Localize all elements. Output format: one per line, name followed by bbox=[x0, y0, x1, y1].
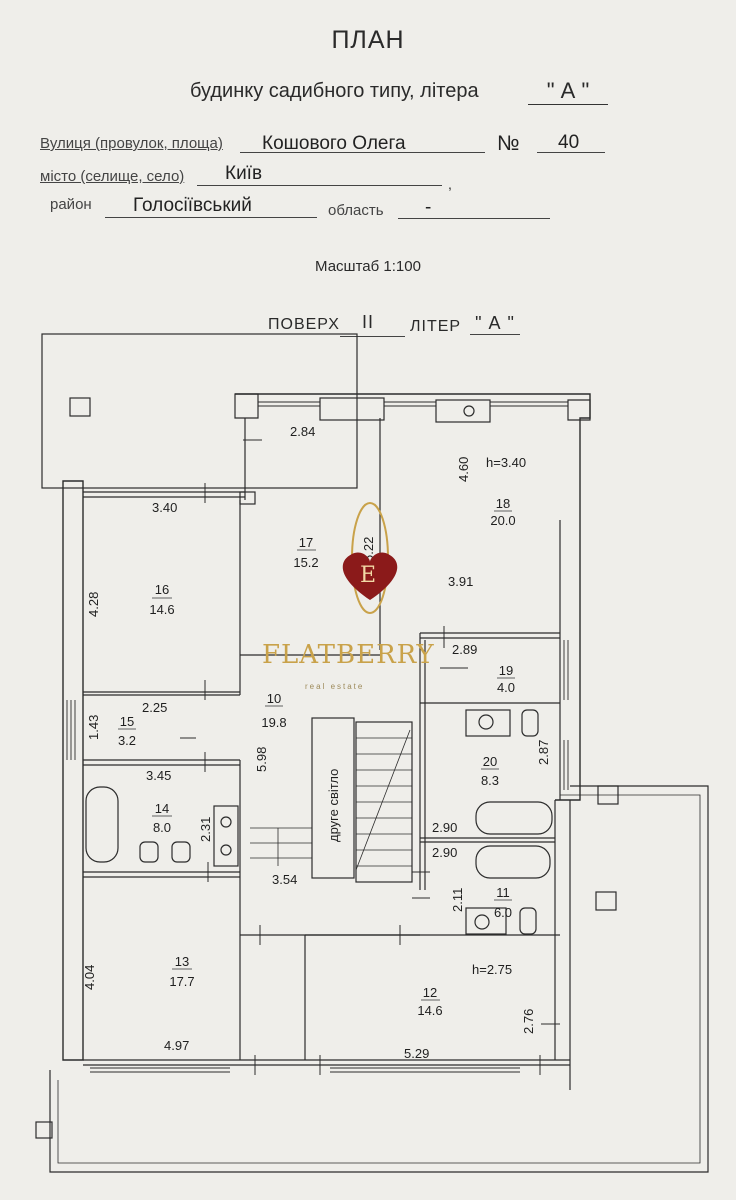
room-14-area: 8.0 bbox=[153, 820, 171, 835]
room-15-num: 15 bbox=[120, 714, 134, 729]
district-value: Голосіївський bbox=[133, 195, 252, 216]
room-18-num: 18 bbox=[496, 496, 510, 511]
room-10-area: 19.8 bbox=[261, 715, 286, 730]
room-12-area: 14.6 bbox=[417, 1003, 442, 1018]
room-11-num: 11 bbox=[496, 885, 510, 900]
region-label: область bbox=[328, 202, 384, 219]
svg-text:E: E bbox=[360, 563, 376, 588]
scale-label: Масштаб 1:100 bbox=[315, 258, 421, 275]
room-17-area: 15.2 bbox=[293, 555, 318, 570]
dim-2-25: 2.25 bbox=[142, 700, 167, 715]
city-label: місто (селище, село) bbox=[40, 168, 185, 185]
room-13-num: 13 bbox=[175, 954, 189, 969]
document-subtitle: будинку садибного типу, літера bbox=[190, 80, 479, 102]
dim-2-76: 2.76 bbox=[521, 1009, 536, 1034]
number-label: № bbox=[497, 132, 520, 155]
dim-1-43: 1.43 bbox=[86, 715, 101, 740]
room-15-area: 3.2 bbox=[118, 733, 136, 748]
flatberry-logo-icon: E bbox=[342, 502, 398, 614]
region-value: - bbox=[425, 197, 432, 218]
dim-3-54: 3.54 bbox=[272, 872, 297, 887]
dim-2-90-a: 2.90 bbox=[432, 820, 457, 835]
room-19-num: 19 bbox=[499, 663, 513, 678]
dim-3-45: 3.45 bbox=[146, 768, 171, 783]
floor-value: II bbox=[362, 312, 375, 332]
dim-2-90-b: 2.90 bbox=[432, 845, 457, 860]
room-18-area: 20.0 bbox=[490, 513, 515, 528]
room-17-num: 17 bbox=[299, 535, 313, 550]
dim-2-31: 2.31 bbox=[198, 817, 213, 842]
room-20-area: 8.3 bbox=[481, 773, 499, 788]
dim-2-11: 2.11 bbox=[450, 888, 465, 912]
liter-value: " А " bbox=[470, 313, 520, 335]
dim-4-04: 4.04 bbox=[82, 965, 97, 990]
city-value: Київ bbox=[225, 163, 263, 184]
district-label: район bbox=[50, 196, 92, 213]
liter-label: ЛІТЕР bbox=[410, 318, 462, 335]
watermark-tagline: real estate bbox=[305, 682, 365, 691]
height-label-main: h=3.40 bbox=[486, 455, 526, 470]
room-13-area: 17.7 bbox=[169, 974, 194, 989]
watermark-brand: FLATBERRY bbox=[262, 640, 435, 670]
dim-2-87: 2.87 bbox=[536, 740, 551, 765]
floor-label: ПОВЕРХ bbox=[268, 316, 340, 333]
litera-value: " А " bbox=[528, 78, 608, 105]
dim-3-91: 3.91 bbox=[448, 574, 473, 589]
vent-block bbox=[435, 399, 491, 423]
room-11-area: 6.0 bbox=[494, 905, 512, 920]
room-14-num: 14 bbox=[155, 801, 169, 816]
stair-label: друге світло bbox=[326, 769, 341, 842]
room-16-num: 16 bbox=[155, 582, 169, 597]
room-12-num: 12 bbox=[423, 985, 437, 1000]
dim-5-29: 5.29 bbox=[404, 1046, 429, 1061]
dim-4-97: 4.97 bbox=[164, 1038, 189, 1053]
chimney-block bbox=[319, 397, 385, 421]
terrace-top-left bbox=[41, 333, 358, 489]
number-value: 40 bbox=[558, 132, 580, 153]
terrace-drain-top bbox=[69, 397, 91, 417]
room-16-area: 14.6 bbox=[149, 602, 174, 617]
dim-4-28: 4.28 bbox=[86, 592, 101, 617]
dim-2-84: 2.84 bbox=[290, 424, 315, 439]
street-label: Вулиця (провулок, площа) bbox=[40, 135, 223, 152]
dim-3-40: 3.40 bbox=[152, 500, 177, 515]
dim-5-98: 5.98 bbox=[254, 747, 269, 772]
page-title: ПЛАН bbox=[331, 26, 405, 54]
room-10-num: 10 bbox=[267, 691, 281, 706]
room-20-num: 20 bbox=[483, 754, 497, 769]
dim-2-89: 2.89 bbox=[452, 642, 477, 657]
room-19-area: 4.0 bbox=[497, 680, 515, 695]
dim-4-60: 4.60 bbox=[456, 457, 471, 482]
street-value: Кошового Олега bbox=[262, 133, 406, 154]
height-label-second: h=2.75 bbox=[472, 962, 512, 977]
